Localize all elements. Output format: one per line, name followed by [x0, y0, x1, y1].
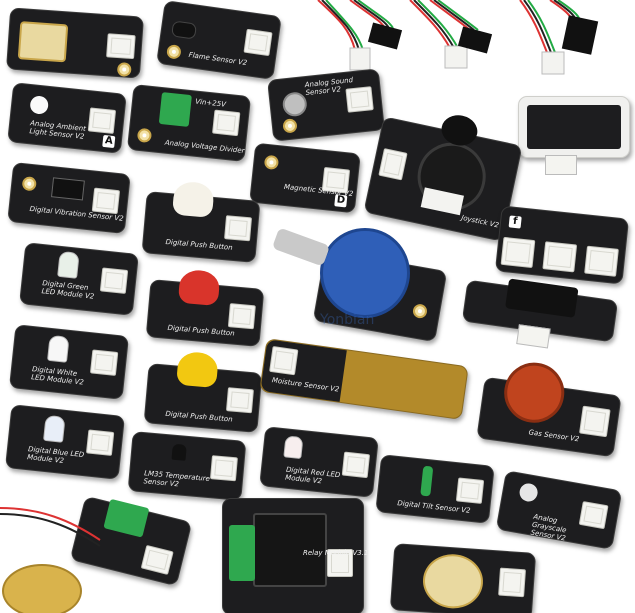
- watermark-text: Yonbian: [320, 312, 375, 328]
- push-button-yellow-module: Digital Push Button: [143, 350, 263, 433]
- yellow-button-label: Digital Push Button: [165, 409, 233, 424]
- blue-led-module: Digital Blue LED Module V2: [4, 404, 126, 480]
- blue-led-label: Digital Blue LED Module V2: [26, 445, 85, 465]
- push-button-label: Digital Push Button: [165, 237, 233, 252]
- piezo-wires: [0, 507, 101, 547]
- lm35-module: LM35 Temperature Sensor V2: [127, 431, 247, 501]
- piezo-disc: [2, 564, 82, 613]
- push-button-red-module: Digital Push Button: [145, 268, 265, 347]
- tilt-sensor-module: Digital Tilt Sensor V2: [375, 454, 495, 524]
- flame-label: Flame Sensor V2: [188, 50, 248, 68]
- touch-sensor-module: [6, 7, 144, 79]
- green-led-label: Digital Green LED Module V2: [41, 279, 95, 301]
- digital-push-button-white-module: Digital Push Button: [141, 180, 261, 263]
- jumper-cables: [317, 0, 599, 75]
- white-led-module: Digital White LED Module V2: [8, 324, 130, 400]
- magnetic-sensor-module: Magnetic Sensor V2 D: [249, 142, 361, 214]
- ambient-light-module: A Analog Ambient Light Sensor V2: [7, 82, 127, 154]
- capacitive-touch-module: [389, 543, 537, 613]
- vin-label: Vin+25V: [194, 97, 227, 109]
- relay-label: Relay Module V3.1: [303, 549, 369, 557]
- red-led-module: Digital Red LED Module V2: [259, 426, 379, 498]
- pir-sensor-module: [518, 96, 630, 175]
- flame-sensor-module: Flame Sensor V2: [156, 0, 282, 80]
- ambient-label: Analog Ambient Light Sensor V2: [29, 119, 87, 141]
- sound-sensor-module: Analog Sound Sensor V2: [267, 68, 385, 142]
- potentiometer: [320, 228, 410, 318]
- joystick-label: Joystick V2: [460, 213, 500, 230]
- voltage-divider-label: Analog Voltage Divider: [164, 138, 245, 155]
- green-led-module: Digital Green LED Module V2: [19, 242, 139, 316]
- gas-sensor-module: Gas Sensor V2: [476, 358, 622, 458]
- voltage-divider-module: Vin+25V Analog Voltage Divider: [126, 84, 252, 162]
- moisture-sensor-module: Moisture Sensor V2: [259, 338, 469, 420]
- ir-distance-sensor: [461, 278, 619, 349]
- white-led-label: Digital White LED Module V2: [30, 365, 85, 387]
- pot-shaft: [271, 227, 331, 267]
- joystick-module: Joystick V2: [363, 111, 523, 242]
- grayscale-module: Analog Grayscale Sensor V2: [495, 470, 623, 550]
- relay-board-3port: f: [494, 205, 630, 285]
- gas-label: Gas Sensor V2: [528, 428, 580, 444]
- red-button-label: Digital Push Button: [167, 323, 236, 338]
- relay-module: Relay Module V3.1: [222, 498, 368, 613]
- vibration-sensor-module: Digital Vibration Sensor V2: [7, 161, 131, 235]
